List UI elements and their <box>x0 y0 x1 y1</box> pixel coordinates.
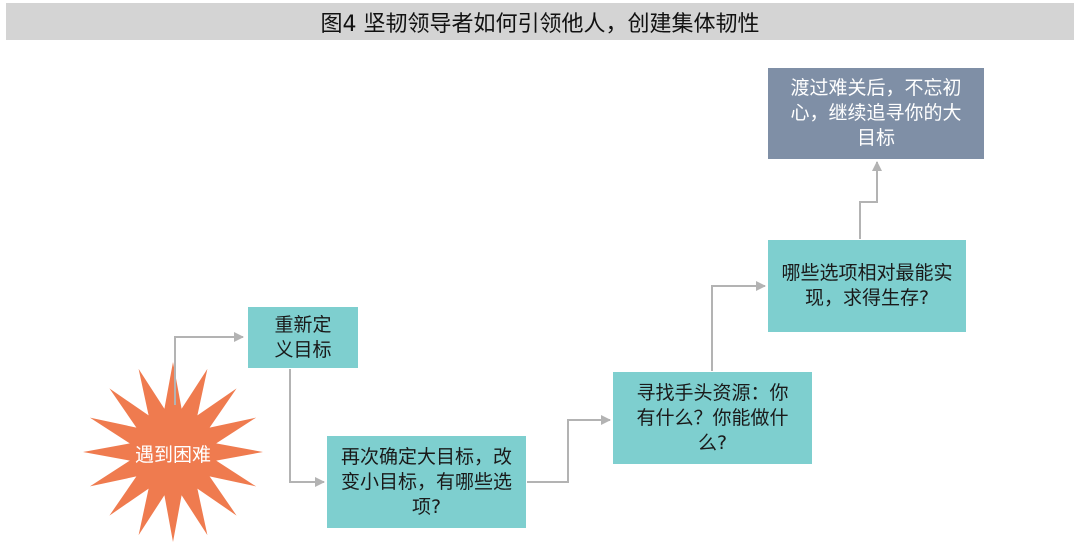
arrow-resources-to-options <box>711 281 766 371</box>
node-resources: 寻找手头资源：你有什么？你能做什么? <box>613 372 812 464</box>
burst-shape <box>83 362 263 542</box>
figure-title: 图4 坚韧领导者如何引领他人，创建集体韧性 <box>6 3 1074 40</box>
node-reconfirm: 再次确定大目标，改变小目标，有哪些选项? <box>327 436 526 528</box>
node-final: 渡过难关后，不忘初心，继续追寻你的大目标 <box>768 68 984 159</box>
arrow-options-to-final <box>859 161 882 239</box>
node-start: 遇到困难 <box>134 444 211 466</box>
node-options: 哪些选项相对最能实现，求得生存? <box>768 240 966 332</box>
arrow-reconfirm-to-resources <box>527 415 611 483</box>
arrow-start-to-redefine <box>174 332 244 405</box>
arrow-redefine-to-reconfirm <box>289 369 325 487</box>
node-redefine: 重新定义目标 <box>248 307 358 368</box>
